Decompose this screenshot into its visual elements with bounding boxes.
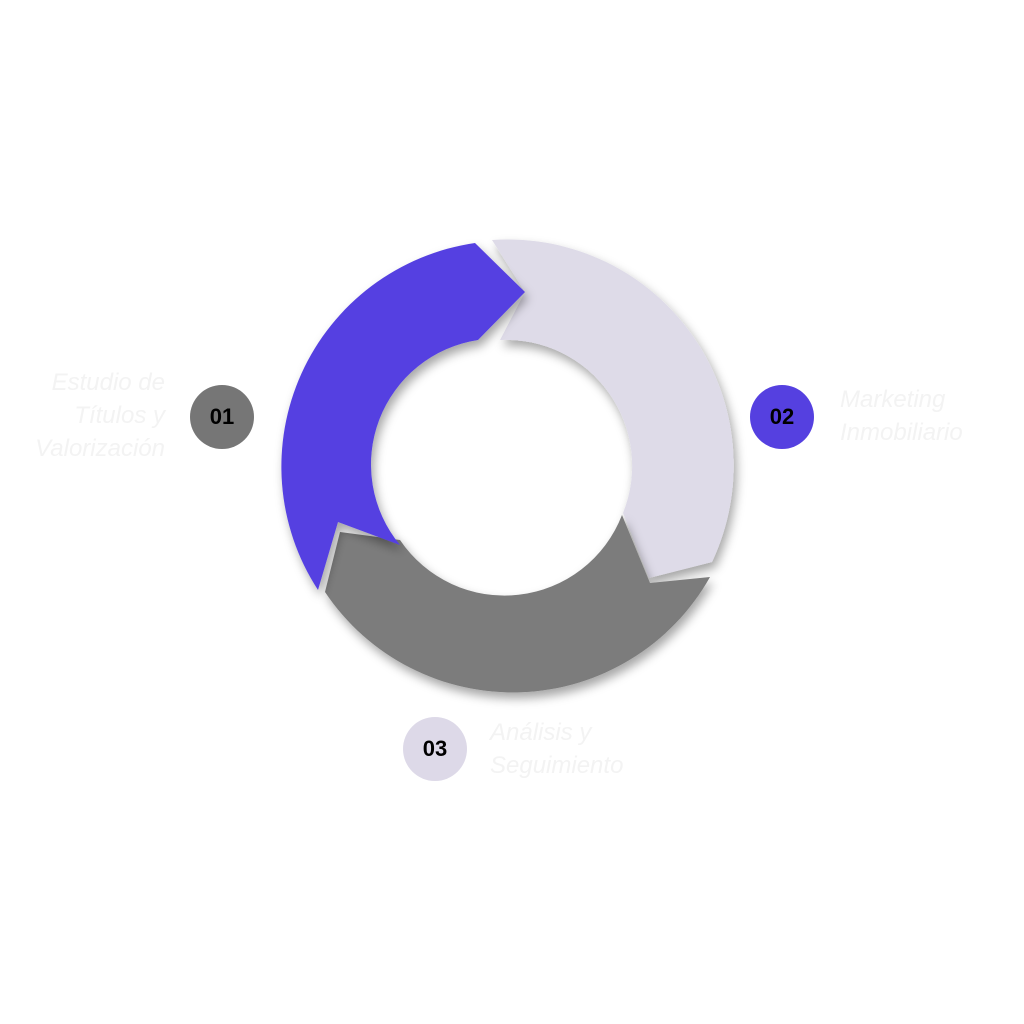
step-number-badge-02: 02 bbox=[750, 385, 814, 449]
step-number-badge-03: 03 bbox=[403, 717, 467, 781]
step-label-analisis: Análisis y Seguimiento bbox=[490, 719, 624, 779]
step-number-02: 02 bbox=[769, 404, 795, 429]
step-label-estudio: Estudio de Títulos y Valorización bbox=[35, 369, 165, 462]
step-number-03: 03 bbox=[422, 736, 448, 761]
step-number-01: 01 bbox=[209, 404, 235, 429]
step-number-badge-01: 01 bbox=[190, 385, 254, 449]
step-label-marketing: Marketing Inmobiliario bbox=[840, 386, 963, 446]
segment-analisis bbox=[325, 515, 710, 693]
segment-estudio bbox=[281, 243, 525, 590]
segment-marketing bbox=[492, 239, 734, 578]
